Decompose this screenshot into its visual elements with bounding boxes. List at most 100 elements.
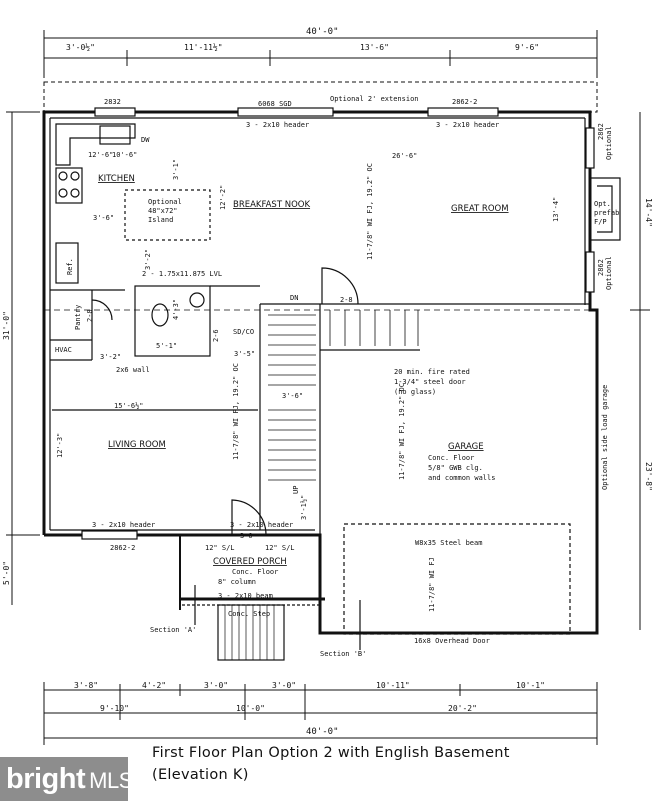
note-joist-2: 11-7/8" WI FJ, 19.2" OC	[232, 363, 240, 460]
note-sdco: SD/CO	[233, 328, 254, 336]
note-fireplace-1: Opt.	[594, 200, 611, 208]
dim-top-seg-3: 13'-6"	[360, 43, 389, 52]
room-great-room: GREAT ROOM	[451, 204, 509, 214]
dim-k13: 3'-6"	[282, 392, 303, 400]
note-garage-2: 5/8" GWB clg.	[428, 464, 483, 472]
caption-title: First Floor Plan Option 2 with English B…	[152, 745, 510, 761]
note-joist-4: 11-7/8" WI FJ	[428, 557, 436, 612]
note-extension: Optional 2' extension	[330, 95, 419, 103]
dim-top-seg-2: 11'-11½"	[184, 42, 223, 52]
window-2862-top: 2862-2	[452, 98, 477, 106]
note-wall: 2x6 wall	[116, 366, 150, 374]
note-header-4: 3 - 2x10 header	[230, 521, 293, 529]
dim-k6: 12'-2"	[219, 185, 227, 210]
window-right-1-opt: Optional	[605, 126, 613, 160]
note-header-2: 3 - 2x10 header	[436, 121, 499, 129]
watermark-brand: bright	[6, 763, 86, 795]
watermark-mls: MLS	[89, 768, 133, 793]
note-island-1: Optional	[148, 198, 182, 206]
note-door-2-8a: 2-8	[86, 309, 94, 322]
note-lvl: 2 - 1.75x11.875 LVL	[142, 270, 222, 278]
note-fire-door-3: (no glass)	[394, 388, 436, 396]
dim-overall-top: 40'-0"	[306, 27, 339, 37]
note-column: 8" column	[218, 578, 256, 586]
dim-k1: 12'-6"	[88, 151, 113, 159]
caption-subtitle: (Elevation K)	[152, 767, 249, 783]
dim-k4: 3'-6"	[93, 214, 114, 222]
note-fireplace-2: prefab	[594, 209, 619, 217]
note-steel-beam: W8x35 Steel beam	[415, 539, 482, 547]
note-ref: Ref.	[66, 258, 74, 275]
note-section-b: Section 'B'	[320, 650, 366, 658]
window-right-2-opt: Optional	[605, 256, 613, 290]
window-2862-bottom: 2862-2	[110, 544, 135, 552]
note-sl-1: 12" S/L	[205, 544, 235, 552]
dim-k8: 3'-2"	[144, 249, 152, 270]
dim-top-seg-1: 3'-0½"	[66, 42, 95, 52]
dim-k5: 3'-1"	[172, 159, 180, 180]
note-pantry: Pantry	[74, 305, 82, 330]
window-right-1: 2862	[597, 123, 605, 140]
note-header-3: 3 - 2x10 header	[92, 521, 155, 529]
note-fireplace-3: F/P	[594, 218, 607, 226]
note-header-1: 3 - 2x10 header	[246, 121, 309, 129]
dim-left-porch: 5'-0"	[2, 561, 11, 585]
dim-k11: 3'-2"	[100, 353, 121, 361]
note-side-load: Optional side load garage	[601, 385, 609, 490]
note-door-2-8b: 2-8	[340, 296, 353, 304]
dim-bottom-6: 10'-1"	[516, 681, 545, 690]
window-sgd: 6068 SGD	[258, 100, 292, 108]
room-covered-porch: COVERED PORCH	[213, 557, 287, 567]
dim-bottom-4: 3'-0"	[272, 681, 296, 690]
window-right-2: 2862	[597, 259, 605, 276]
note-hvac: HVAC	[55, 346, 72, 354]
dim-left-main: 31'-0"	[2, 311, 11, 340]
dim-bottom2-3: 20'-2"	[448, 704, 477, 713]
dim-k2: 10'-6"	[112, 151, 137, 159]
room-kitchen: KITCHEN	[98, 174, 135, 184]
dim-bottom-3: 3'-0"	[204, 681, 228, 690]
window-2832: 2832	[104, 98, 121, 106]
note-door-2-6: 2-6	[212, 329, 220, 342]
dim-overall-bottom: 40'-0"	[306, 727, 339, 737]
note-joist-1: 11-7/8" WI FJ, 19.2" OC	[366, 163, 374, 260]
room-garage: GARAGE	[448, 442, 484, 452]
note-door-3-0: 3-0	[240, 532, 253, 540]
room-living-room: LIVING ROOM	[108, 440, 166, 450]
note-sl-2: 12" S/L	[265, 544, 295, 552]
dim-bottom-2: 4'-2"	[142, 681, 166, 690]
dim-bottom-1: 3'-8"	[74, 681, 98, 690]
note-overhead: 16x8 Overhead Door	[414, 637, 490, 645]
dim-k12: 3'-5"	[234, 350, 255, 358]
dim-k10: 5'-1"	[156, 342, 177, 350]
note-dw: DW	[141, 136, 150, 144]
note-porch-floor: Conc. Floor	[232, 568, 278, 576]
dim-k15: 12'-3"	[56, 433, 64, 458]
note-fire-door-1: 20 min. fire rated	[394, 368, 470, 376]
dim-right-lower: 23'-8"	[644, 462, 653, 491]
dim-k7: 13'-4"	[552, 197, 560, 222]
dim-k14: 15'-6½"	[114, 402, 144, 410]
dim-bottom2-2: 10'-0"	[236, 704, 265, 713]
note-joist-3: 11-7/8" WI FJ, 19.2" OC	[398, 383, 406, 480]
note-garage-1: Conc. Floor	[428, 454, 474, 462]
note-dn: DN	[290, 294, 298, 302]
dim-right-upper: 14'-4"	[644, 198, 653, 227]
room-breakfast-nook: BREAKFAST NOOK	[233, 200, 310, 210]
dim-k3: 26'-6"	[392, 152, 417, 160]
note-section-a: Section 'A'	[150, 626, 196, 634]
note-island-3: Island	[148, 216, 173, 224]
plan-caption: First Floor Plan Option 2 with English B…	[152, 742, 622, 786]
note-garage-3: and common walls	[428, 474, 495, 482]
dim-k9: 4'-3"	[172, 299, 180, 320]
dim-top-seg-4: 9'-6"	[515, 43, 539, 52]
dim-k16: 3'-1½"	[300, 495, 308, 520]
note-porch-beam: 3 - 2x10 beam	[218, 592, 273, 600]
note-fire-door-2: 1-3/4" steel door	[394, 378, 466, 386]
dim-bottom-5: 10'-11"	[376, 681, 410, 690]
dim-bottom2-1: 9'-10"	[100, 704, 129, 713]
note-step: Conc. Step	[228, 610, 270, 618]
note-up: UP	[292, 486, 300, 494]
